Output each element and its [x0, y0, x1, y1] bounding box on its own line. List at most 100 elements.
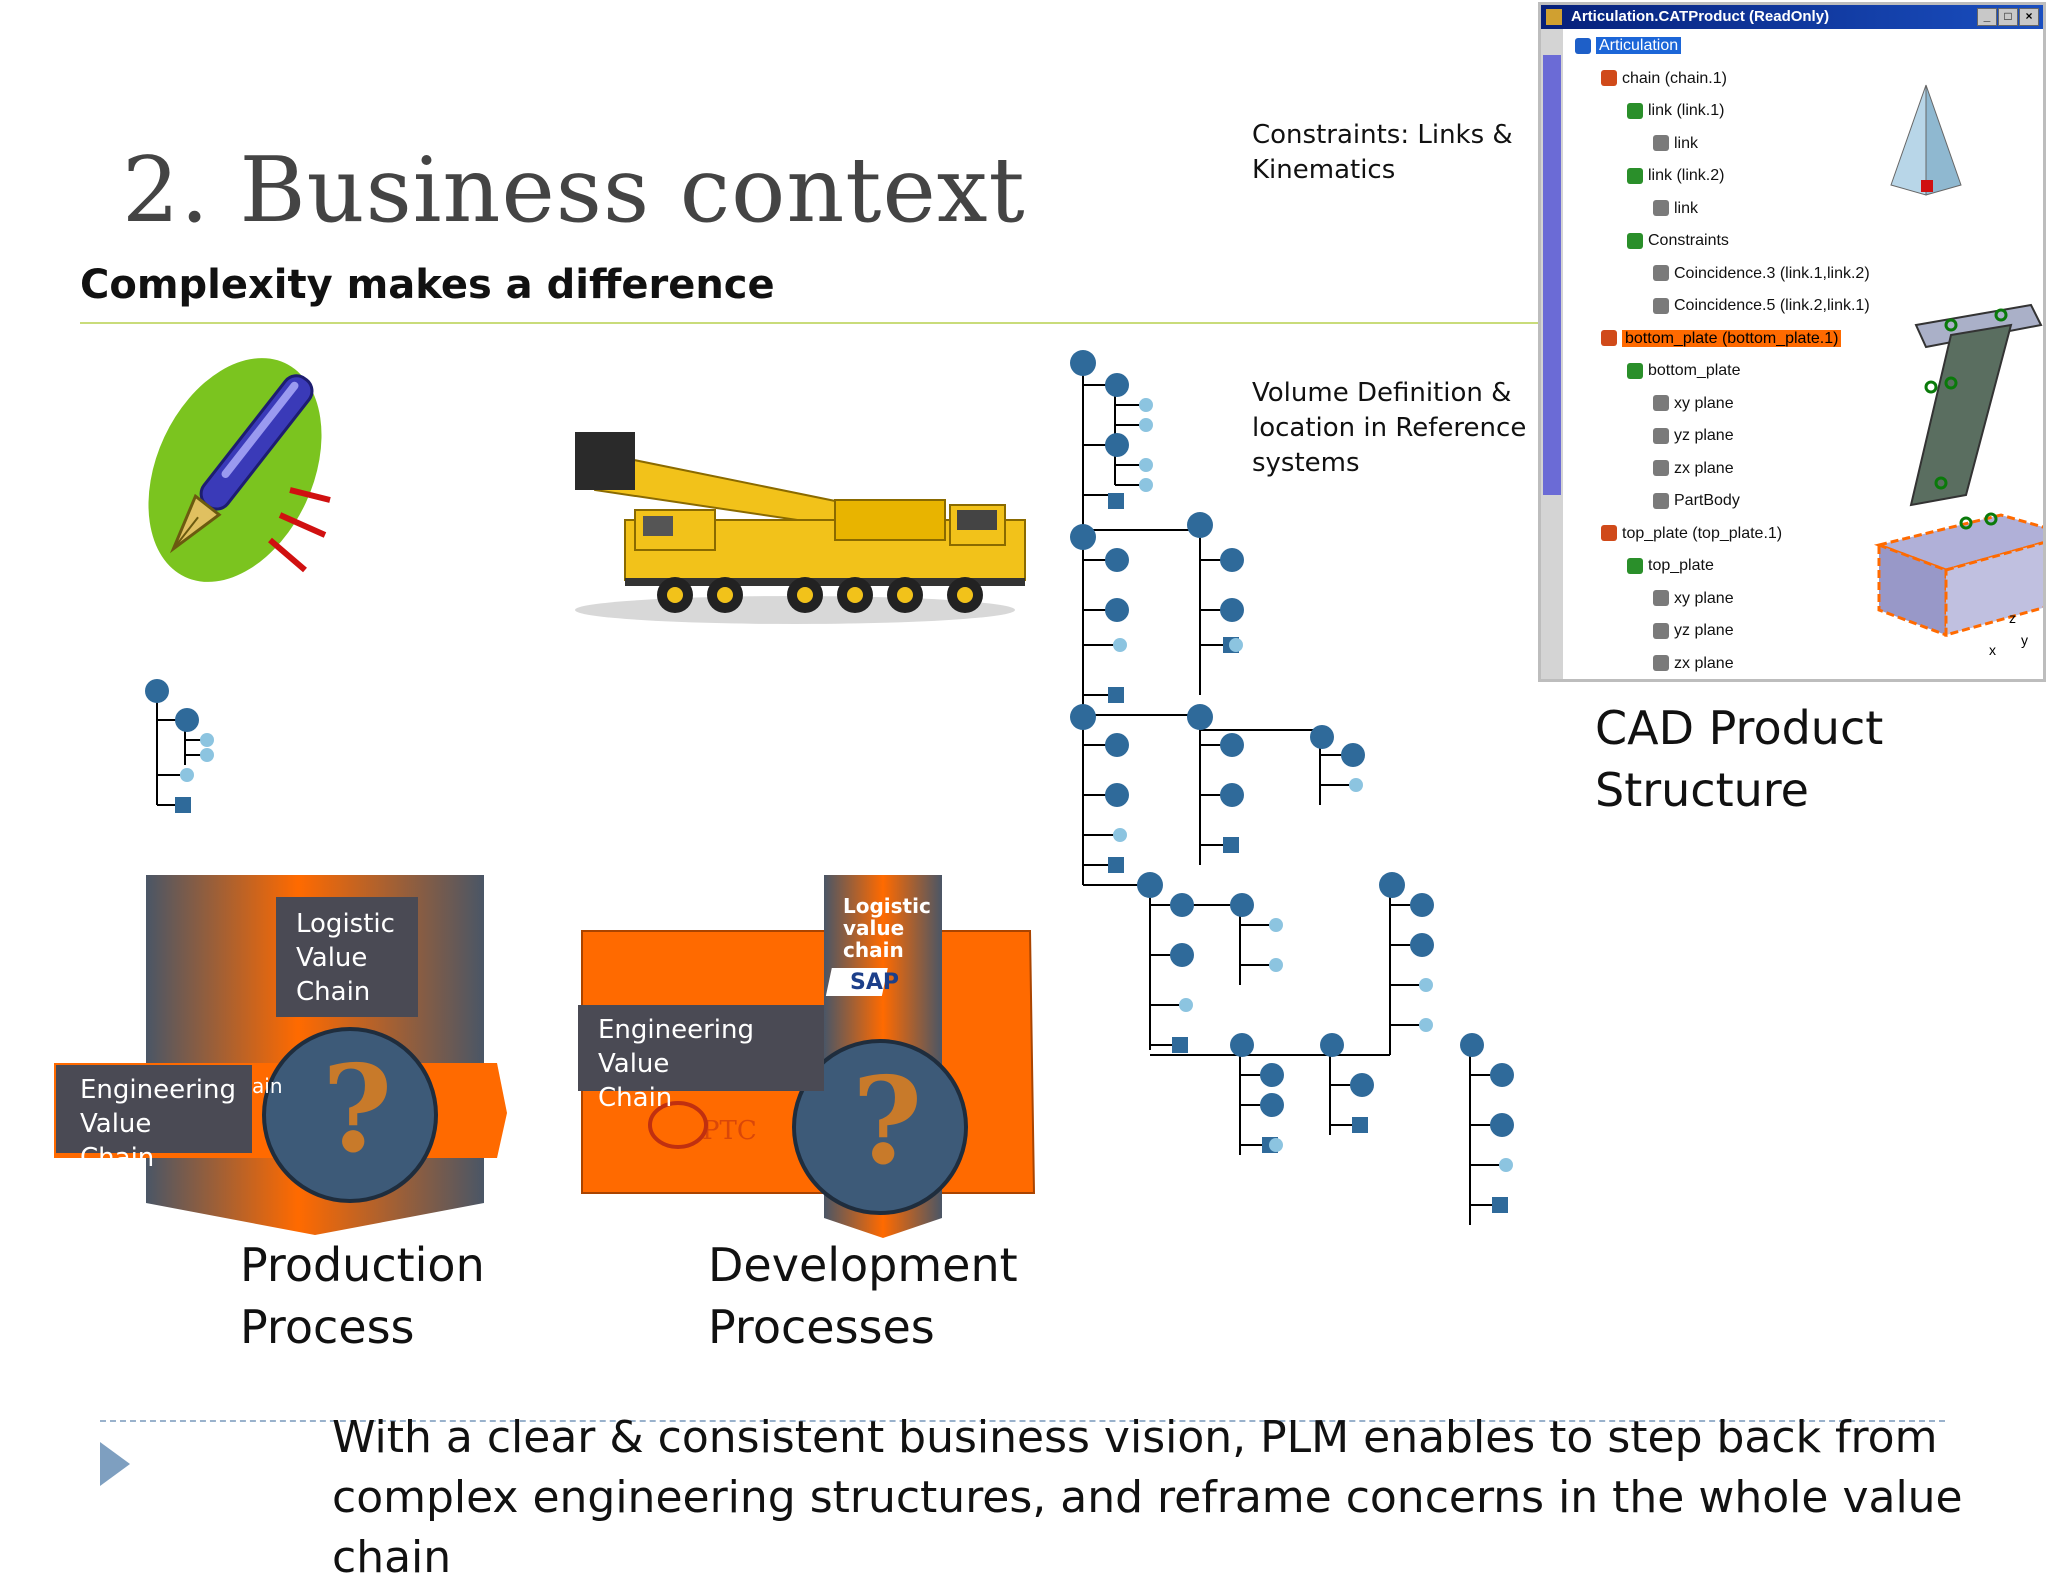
- tree-node-icon: [1601, 70, 1617, 87]
- bullet-triangle-icon: [100, 1442, 130, 1486]
- fountain-pen-illustration: [148, 358, 331, 582]
- footer-divider: [100, 1420, 1945, 1422]
- production-process-diagram: ? ain Logistic Value Chain Engineering V…: [52, 873, 512, 1238]
- tree-node-label: zx plane: [1674, 459, 1734, 477]
- specification-tree[interactable]: Articulation chain (chain.1) link (link.1)…: [1567, 35, 1887, 679]
- development-logistic-line2: value: [843, 916, 905, 940]
- tree-node[interactable]: yz plane: [1653, 620, 1734, 642]
- close-button[interactable]: ×: [2019, 8, 2039, 26]
- tree-node-icon: [1627, 167, 1643, 184]
- footer-line1: With a clear & consistent business visio…: [332, 1412, 1938, 1463]
- tree-node-icon: [1601, 525, 1617, 542]
- volume-note-line2: location in Reference: [1252, 413, 1527, 443]
- tree-node-icon: [1653, 297, 1669, 314]
- development-engineering-line2: Chain: [598, 1083, 673, 1113]
- development-label-line1: Development: [708, 1238, 1018, 1292]
- tree-node[interactable]: chain (chain.1): [1601, 68, 1727, 90]
- tree-node-icon: [1627, 362, 1643, 379]
- maximize-button[interactable]: □: [1998, 8, 2018, 26]
- tree-node[interactable]: Coincidence.3 (link.1,link.2): [1653, 263, 1870, 285]
- cad-label-line1: CAD Product: [1595, 701, 1884, 755]
- tree-node-icon: [1653, 492, 1669, 509]
- tree-node[interactable]: zx plane: [1653, 458, 1734, 480]
- tree-node[interactable]: link (link.1): [1627, 100, 1724, 122]
- tree-node-label: link (link.2): [1648, 167, 1725, 184]
- tree-node[interactable]: xy plane: [1653, 588, 1734, 610]
- tree-node-label: chain (chain.1): [1622, 69, 1727, 87]
- tree-node[interactable]: PartBody: [1653, 490, 1740, 512]
- constraints-note-line2: Kinematics: [1252, 155, 1396, 185]
- development-logistic-line3: chain: [843, 938, 904, 962]
- tree-node[interactable]: link: [1653, 198, 1698, 220]
- production-logistic-line3: Chain: [296, 977, 371, 1007]
- tree-node[interactable]: Constraints: [1627, 230, 1729, 252]
- title-divider: [80, 322, 1540, 324]
- tree-node-label: Coincidence.3 (link.1,link.2): [1674, 264, 1870, 282]
- tree-node-icon: [1653, 395, 1669, 412]
- tree-node-label: yz plane: [1674, 427, 1734, 444]
- volume-note-line3: systems: [1252, 448, 1360, 478]
- cad-label-line2: Structure: [1595, 763, 1809, 817]
- tree-node-icon: [1627, 102, 1643, 119]
- tree-node-label: bottom_plate (bottom_plate.1): [1622, 329, 1842, 347]
- tree-node[interactable]: bottom_plate: [1627, 360, 1741, 382]
- tree-node[interactable]: link: [1653, 133, 1698, 155]
- window-titlebar[interactable]: Articulation.CATProduct (ReadOnly) _ □ ×: [1541, 5, 2043, 29]
- small-structure-tree-icon: [145, 679, 214, 813]
- volume-note-line1: Volume Definition &: [1252, 378, 1512, 408]
- production-process-label: Production Process: [240, 1234, 485, 1358]
- tree-node[interactable]: bottom_plate (bottom_plate.1): [1601, 328, 1842, 350]
- question-mark-icon: ?: [322, 1039, 392, 1180]
- development-processes-label: Development Processes: [708, 1234, 1018, 1358]
- production-logistic-line1: Logistic: [296, 909, 395, 939]
- footer-line2: complex engineering structures, and refr…: [332, 1472, 1963, 1583]
- tree-node[interactable]: zx plane: [1653, 653, 1734, 675]
- production-partial-text: ain: [252, 1074, 283, 1098]
- axis-z-label: z: [2009, 610, 2016, 626]
- development-logistic-line1: Logistic: [843, 894, 931, 918]
- tree-node-label: Constraints: [1648, 232, 1729, 249]
- tree-node[interactable]: Articulation: [1575, 35, 1682, 57]
- production-engineering-line1: Engineering: [80, 1075, 236, 1105]
- tree-node-label: link: [1674, 199, 1699, 217]
- tree-node[interactable]: link (link.2): [1627, 165, 1724, 187]
- tree-node-icon: [1653, 427, 1669, 444]
- development-logistic-label: Logistic value chain: [843, 895, 943, 961]
- production-label-line2: Process: [240, 1300, 415, 1354]
- catproduct-window[interactable]: Articulation.CATProduct (ReadOnly) _ □ ×…: [1538, 2, 2046, 682]
- production-label-line1: Production: [240, 1238, 485, 1292]
- 3d-articulation-viewport[interactable]: y z x: [1871, 75, 2046, 665]
- tree-node[interactable]: yz plane: [1653, 425, 1734, 447]
- tree-node-icon: [1653, 655, 1669, 672]
- tree-node-icon: [1653, 265, 1669, 282]
- catia-app-icon: [1546, 9, 1562, 25]
- tree-node-label: yz plane: [1674, 622, 1734, 639]
- ptc-logo: [648, 1101, 708, 1149]
- tree-node[interactable]: Coincidence.5 (link.2,link.1): [1653, 295, 1870, 317]
- tree-node[interactable]: top_plate (top_plate.1): [1601, 523, 1782, 545]
- tree-node-label: zx plane: [1674, 654, 1734, 672]
- constraints-note-line1: Constraints: Links &: [1252, 120, 1513, 150]
- development-engineering-line1: Engineering Value: [598, 1015, 754, 1079]
- tree-node-icon: [1653, 135, 1669, 152]
- tree-node[interactable]: xy plane: [1653, 393, 1734, 415]
- minimize-button[interactable]: _: [1977, 8, 1997, 26]
- mobile-crane-illustration: [575, 432, 1026, 624]
- tree-node-icon: [1627, 557, 1643, 574]
- axis-y-label: y: [2021, 632, 2028, 648]
- production-engineering-box: Engineering Value Chain: [56, 1065, 252, 1173]
- footer-statement: With a clear & consistent business visio…: [332, 1408, 2012, 1588]
- production-logistic-box: Logistic Value Chain: [276, 897, 418, 1017]
- tree-node-label: bottom_plate: [1648, 362, 1741, 379]
- tree-node-label: PartBody: [1674, 492, 1740, 509]
- slide-subtitle: Complexity makes a difference: [80, 262, 775, 308]
- volume-note: Volume Definition & location in Referenc…: [1252, 376, 1526, 481]
- scrollbar-thumb[interactable]: [1543, 55, 1561, 495]
- tree-node-icon: [1653, 460, 1669, 477]
- tree-node-icon: [1575, 37, 1591, 54]
- window-title: Articulation.CATProduct (ReadOnly): [1571, 8, 1830, 25]
- tree-scrollbar[interactable]: [1541, 29, 1563, 679]
- tree-node-label: top_plate: [1648, 557, 1714, 574]
- tree-node[interactable]: top_plate: [1627, 555, 1714, 577]
- tree-node-label: link (link.1): [1648, 102, 1725, 119]
